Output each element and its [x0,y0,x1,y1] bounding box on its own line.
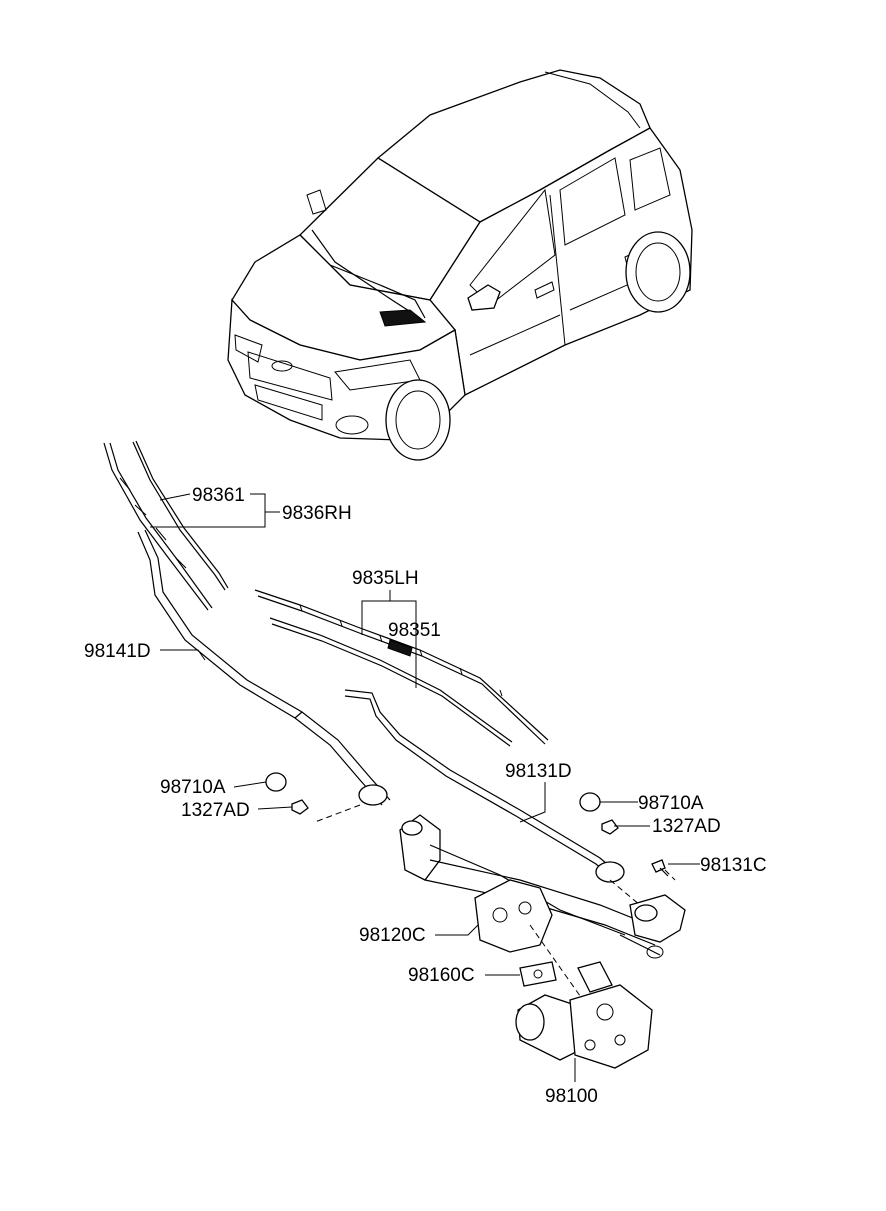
wiper-arm-98131d [344,689,625,883]
label-1327ad-right: 1327AD [652,816,721,837]
leader-lines [150,493,700,1082]
car-illustration [227,69,693,461]
label-98361: 98361 [192,485,245,506]
label-98710a-right: 98710A [638,793,704,814]
label-98131d: 98131D [505,761,572,782]
label-98160c: 98160C [408,965,475,986]
wiper-blade-rh [103,440,229,611]
label-98141d: 98141D [84,641,151,662]
wiper-arm-98141d [137,529,391,806]
label-98131c: 98131C [700,855,767,876]
label-9835lh: 9835LH [352,568,419,589]
wiper-motor [515,961,653,1069]
wiper-linkage [314,804,686,1011]
part-labels: 98361 9836RH 9835LH 98351 98141D 98131D … [84,485,767,1107]
label-9836rh: 9836RH [282,503,352,524]
label-98120c: 98120C [359,925,426,946]
label-98351: 98351 [388,620,441,641]
small-parts [265,772,669,987]
label-1327ad-left: 1327AD [181,800,250,821]
label-98100: 98100 [545,1086,598,1107]
wiper-blade-lh [254,589,549,747]
label-98710a-left: 98710A [160,777,226,798]
